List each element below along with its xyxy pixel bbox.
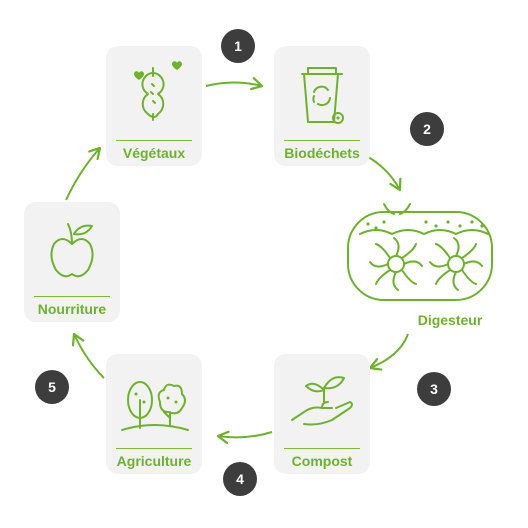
card-divider bbox=[284, 140, 360, 141]
step-label-digesteur: Digesteur bbox=[417, 312, 483, 328]
arrow-agriculture-to-nourriture bbox=[71, 332, 105, 379]
hand-sprout-icon bbox=[291, 376, 353, 426]
step-agriculture-card: Agriculture bbox=[106, 354, 202, 474]
step-number-badge-5: 5 bbox=[35, 370, 69, 404]
trees-icon bbox=[121, 381, 189, 431]
step-label-compost: Compost bbox=[291, 453, 353, 469]
digester-tank-icon bbox=[347, 203, 493, 301]
arrow-vegetaux-to-biodechets bbox=[205, 77, 264, 91]
apple-icon bbox=[50, 223, 94, 278]
card-divider bbox=[116, 448, 192, 449]
card-divider bbox=[34, 296, 110, 297]
arrow-nourriture-to-vegetaux bbox=[65, 146, 102, 201]
step-nourriture-card: Nourriture bbox=[24, 202, 120, 322]
card-divider bbox=[116, 140, 192, 141]
step-number-badge-3: 3 bbox=[417, 372, 451, 406]
step-number-badge-2: 2 bbox=[410, 112, 444, 146]
step-vegetaux-card: Végétaux bbox=[106, 46, 202, 166]
step-number-badge-1: 1 bbox=[221, 29, 255, 63]
apple-core-icon bbox=[134, 61, 182, 121]
step-label-nourriture: Nourriture bbox=[37, 301, 107, 317]
step-compost-card: Compost bbox=[274, 354, 370, 474]
step-label-agriculture: Agriculture bbox=[116, 453, 192, 469]
arrow-compost-to-agriculture bbox=[216, 430, 273, 445]
step-label-biodechets: Biodéchets bbox=[284, 145, 360, 161]
card-divider bbox=[284, 448, 360, 449]
step-number-badge-4: 4 bbox=[223, 462, 257, 496]
step-biodechets-card: Biodéchets bbox=[274, 46, 370, 166]
step-label-vegetaux: Végétaux bbox=[122, 145, 186, 161]
arrow-digesteur-to-compost bbox=[368, 333, 409, 371]
compost-bin-icon bbox=[301, 67, 344, 124]
